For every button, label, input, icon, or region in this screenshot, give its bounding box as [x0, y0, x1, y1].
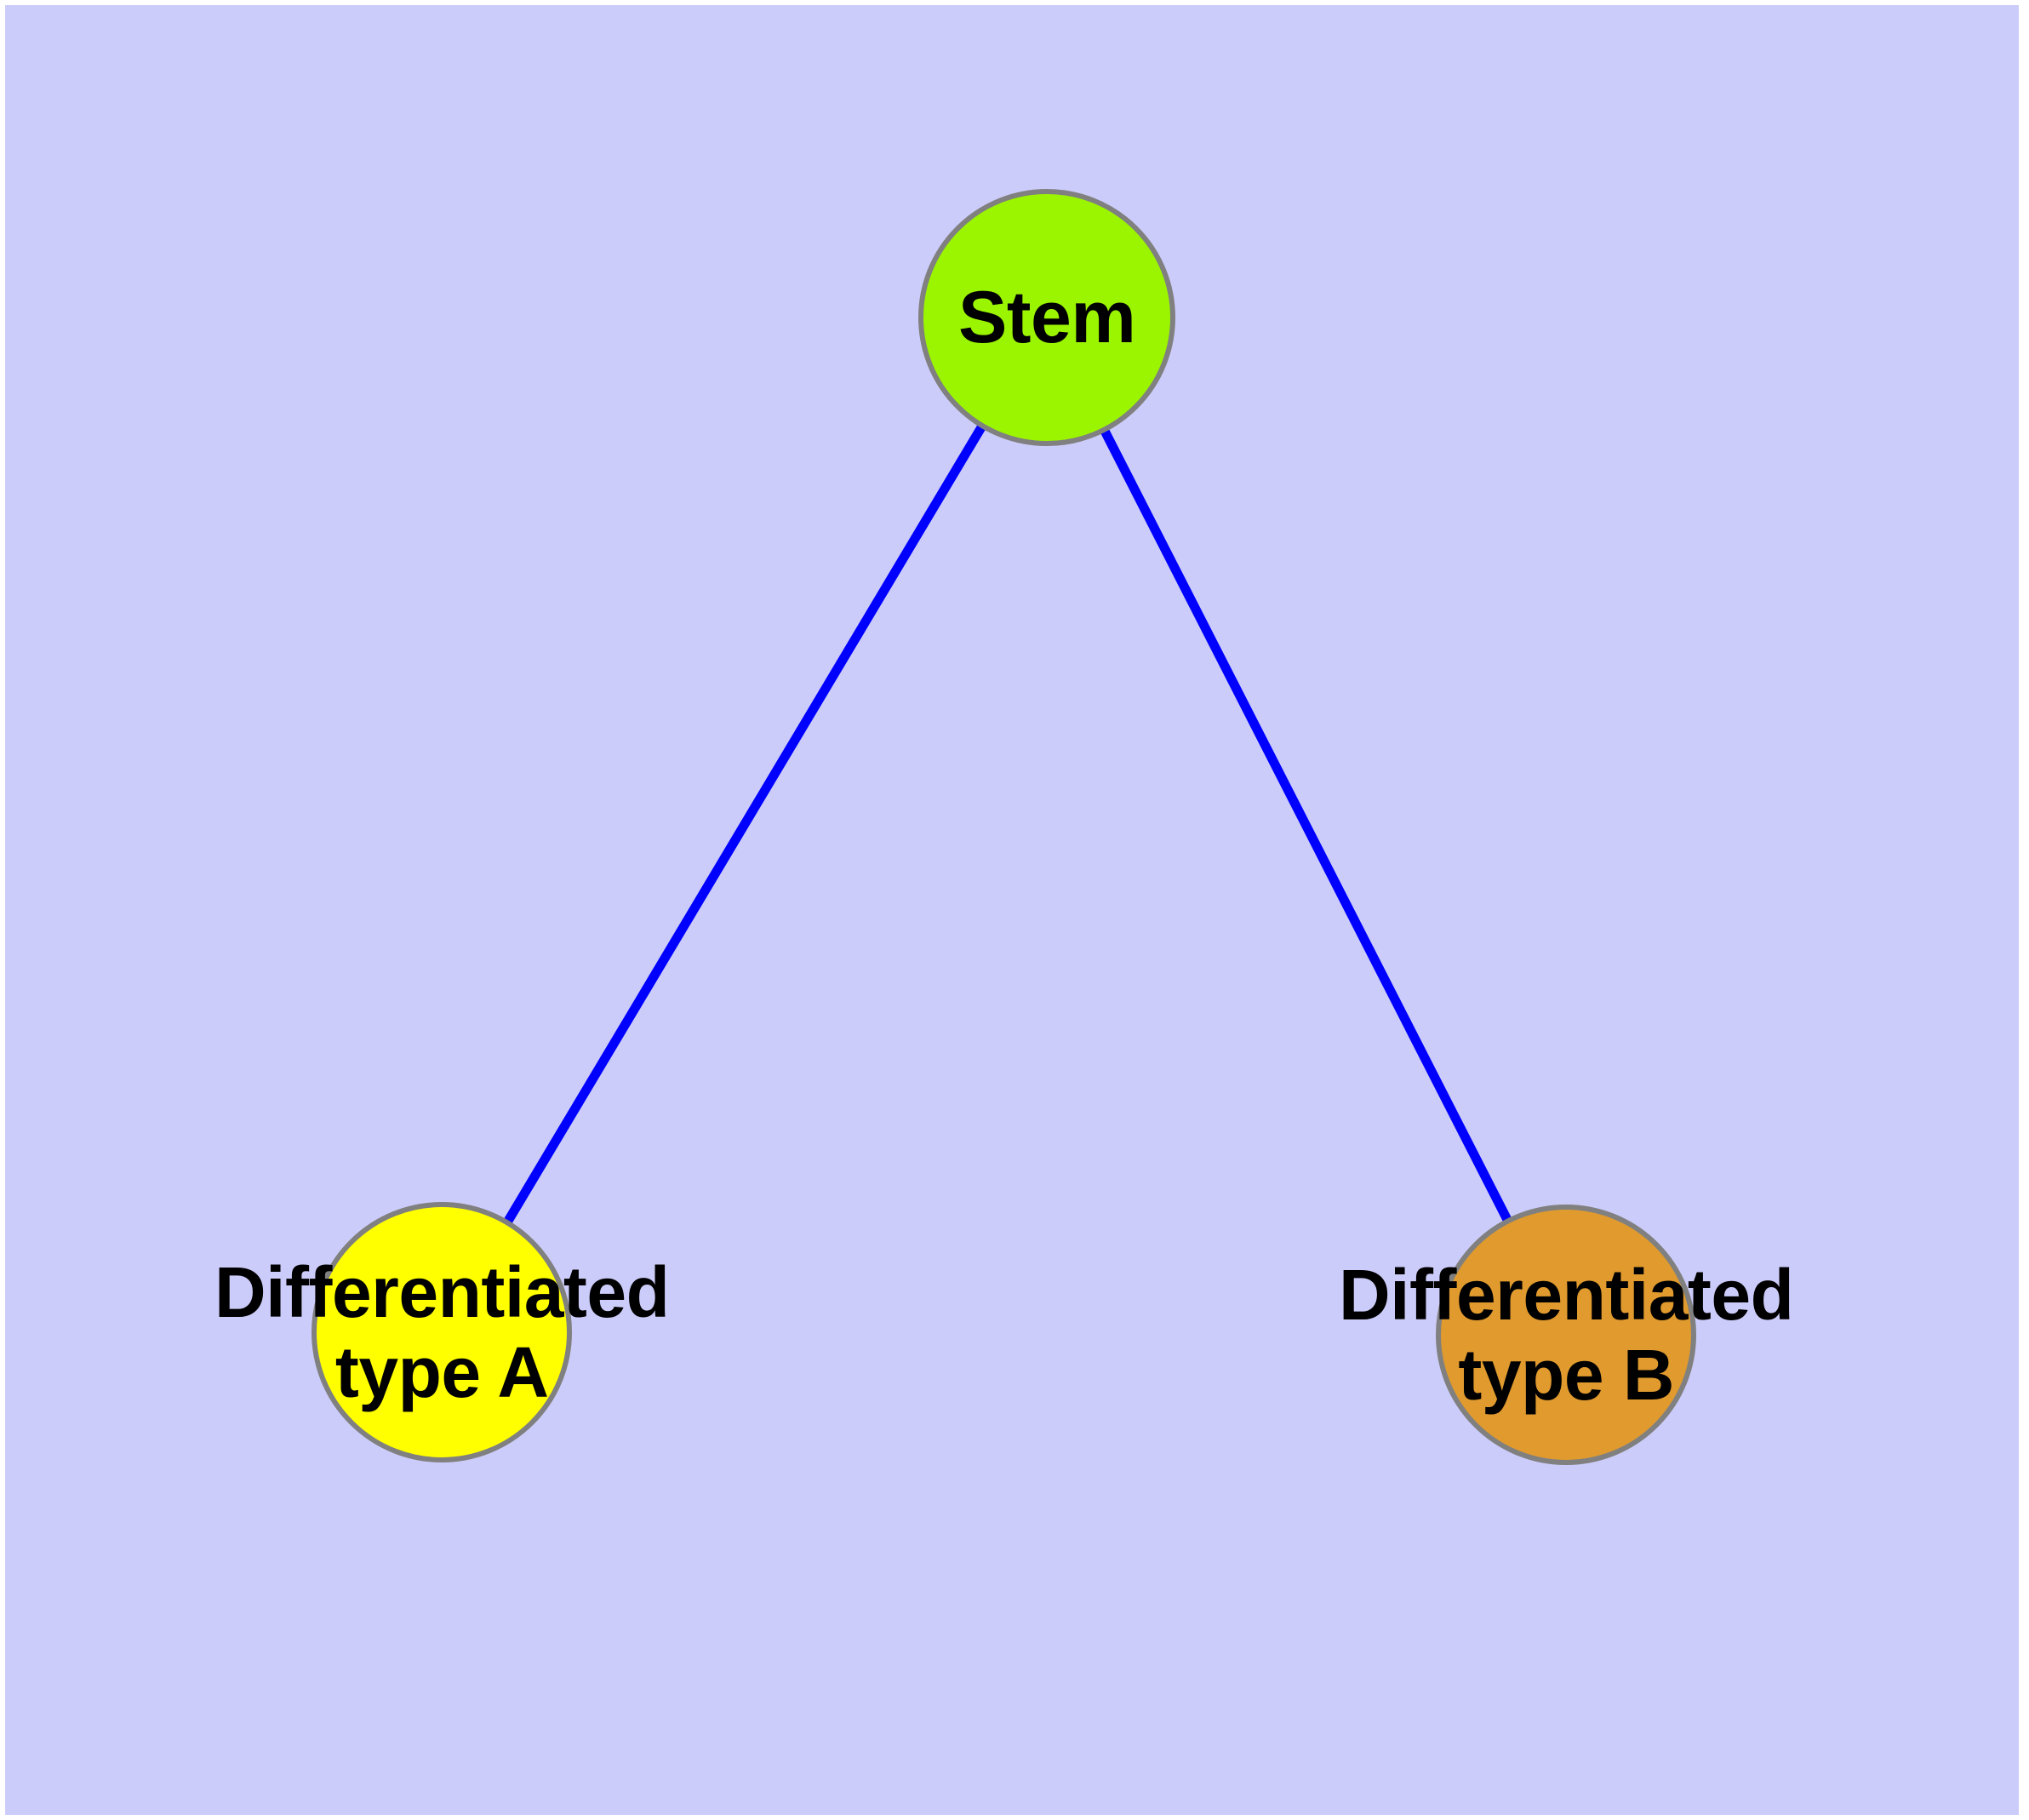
- graph-edge: [437, 315, 1051, 1335]
- graph-node-diff_b[interactable]: [1436, 1205, 1696, 1465]
- graph-node-stem[interactable]: [918, 189, 1175, 446]
- graph-node-diff_a[interactable]: [311, 1202, 572, 1462]
- edges-layer: [437, 315, 1570, 1337]
- nodes-layer: [311, 189, 1696, 1465]
- graph-edge: [1043, 315, 1570, 1337]
